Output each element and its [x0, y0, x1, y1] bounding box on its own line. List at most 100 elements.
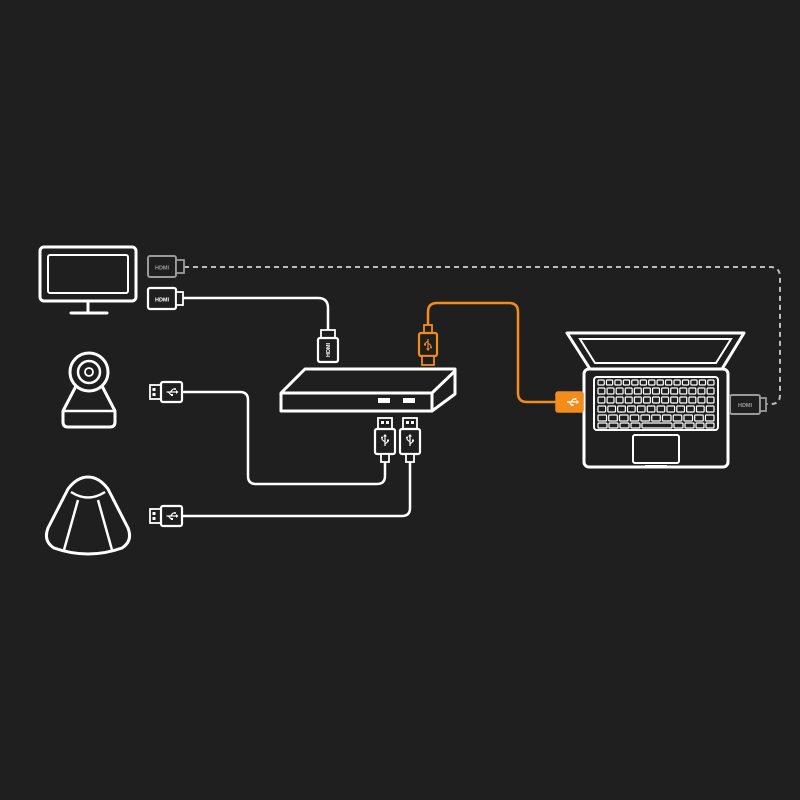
- keyboard-key: [656, 379, 664, 386]
- keyboard-key: [597, 405, 607, 413]
- keyboard-key: [706, 396, 715, 404]
- keyboard-key: [614, 379, 622, 386]
- keyboard-key: [617, 405, 626, 413]
- keyboard-key: [622, 379, 631, 386]
- keyboard-key: [615, 387, 624, 395]
- keyboard-key: [686, 405, 695, 413]
- monitor-icon: [38, 245, 138, 315]
- hub-device-icon: [279, 367, 457, 413]
- keyboard-key: [631, 379, 639, 386]
- hdmi-label: HDMI: [326, 343, 332, 358]
- keyboard-key: [618, 414, 629, 422]
- keyboard-key: [606, 396, 615, 404]
- hdmi-connector-hub: HDMI: [316, 329, 340, 364]
- keyboard-key: [679, 396, 688, 404]
- keyboard-key: [698, 379, 707, 386]
- usb-connector-speaker: [149, 504, 184, 528]
- keyboard-key: [704, 414, 715, 422]
- laptop-icon: [565, 331, 746, 469]
- keyboard-key: [664, 379, 673, 386]
- keyboard-key: [688, 387, 697, 395]
- keyboard-key: [679, 387, 688, 395]
- keyboard-key: [606, 387, 615, 395]
- usb-cable-hub-laptop: [426, 301, 556, 404]
- keyboard-key: [633, 396, 642, 404]
- keyboard-key: [670, 387, 679, 395]
- keyboard-key: [661, 414, 672, 422]
- keyboard-key: [651, 414, 661, 422]
- keyboard-key: [651, 396, 661, 404]
- keyboard-key: [642, 396, 651, 404]
- keyboard-key: [646, 405, 656, 413]
- keyboard-key: [661, 396, 670, 404]
- hdmi-cable-monitor-hub: [181, 296, 330, 330]
- keyboard-key: [641, 422, 673, 429]
- keyboard-key: [624, 387, 633, 395]
- keyboard-key: [597, 414, 608, 422]
- hub-usb-port-2: [403, 398, 415, 403]
- keyboard-key: [624, 396, 633, 404]
- keyboard-key: [597, 379, 605, 386]
- keyboard-key: [707, 379, 715, 386]
- keyboard-key: [651, 387, 661, 395]
- keyboard-key: [608, 414, 618, 422]
- hdmi-connector-dim: HDMI: [147, 255, 185, 278]
- keyboard-key: [633, 387, 642, 395]
- keyboard-key: [640, 414, 651, 422]
- keyboard-key: [626, 405, 636, 413]
- keyboard-key: [619, 422, 630, 429]
- keyboard-key: [673, 422, 684, 429]
- ptz-camera-icon: [61, 351, 117, 429]
- keyboard-key: [648, 379, 656, 386]
- speakerphone-icon: [45, 475, 131, 556]
- usb-cable-camera-hub: [182, 390, 387, 486]
- keyboard-key: [608, 422, 619, 429]
- hdmi-label: HDMI: [155, 266, 170, 272]
- hdmi-label: HDMI: [155, 298, 170, 304]
- keyboard-key: [673, 379, 681, 386]
- keyboard-key: [656, 405, 666, 413]
- hdmi-dashed-cable: [184, 266, 781, 405]
- usb-cable-speaker-hub: [182, 462, 412, 518]
- keyboard-key: [615, 396, 624, 404]
- keyboard-key: [683, 414, 694, 422]
- hub-usb-port-1: [378, 398, 390, 403]
- keyboard-key: [684, 422, 695, 429]
- keyboard-key: [661, 387, 670, 395]
- keyboard-key: [705, 405, 715, 413]
- laptop-keyboard: [597, 379, 715, 429]
- keyboard-key: [695, 422, 705, 429]
- keyboard-key: [697, 387, 706, 395]
- keyboard-key: [670, 396, 679, 404]
- keyboard-key: [642, 387, 651, 395]
- keyboard-key: [697, 396, 706, 404]
- hdmi-label: HDMI: [738, 403, 753, 409]
- keyboard-key: [607, 405, 617, 413]
- usb-connector-orange-laptop: [555, 391, 584, 413]
- keyboard-key: [694, 414, 704, 422]
- keyboard-key: [597, 396, 606, 404]
- keyboard-key: [597, 422, 608, 429]
- keyboard-key: [629, 414, 640, 422]
- keyboard-key: [706, 387, 715, 395]
- keyboard-key: [672, 414, 683, 422]
- keyboard-key: [630, 422, 641, 429]
- keyboard-key: [688, 396, 697, 404]
- hdmi-connector-monitor: HDMI: [146, 286, 184, 311]
- keyboard-key: [690, 379, 698, 386]
- keyboard-key: [597, 387, 606, 395]
- keyboard-key: [639, 379, 648, 386]
- keyboard-key: [676, 405, 686, 413]
- hdmi-connector-laptop: HDMI: [729, 394, 767, 415]
- keyboard-key: [666, 405, 676, 413]
- keyboard-key: [705, 422, 715, 429]
- usb-connector-hub-1: [373, 417, 397, 463]
- keyboard-key: [695, 405, 705, 413]
- keyboard-key: [681, 379, 690, 386]
- keyboard-key: [636, 405, 646, 413]
- usb-connector-hub-2: [398, 417, 422, 463]
- usb-connector-orange-hub: [417, 324, 439, 366]
- keyboard-key: [605, 379, 614, 386]
